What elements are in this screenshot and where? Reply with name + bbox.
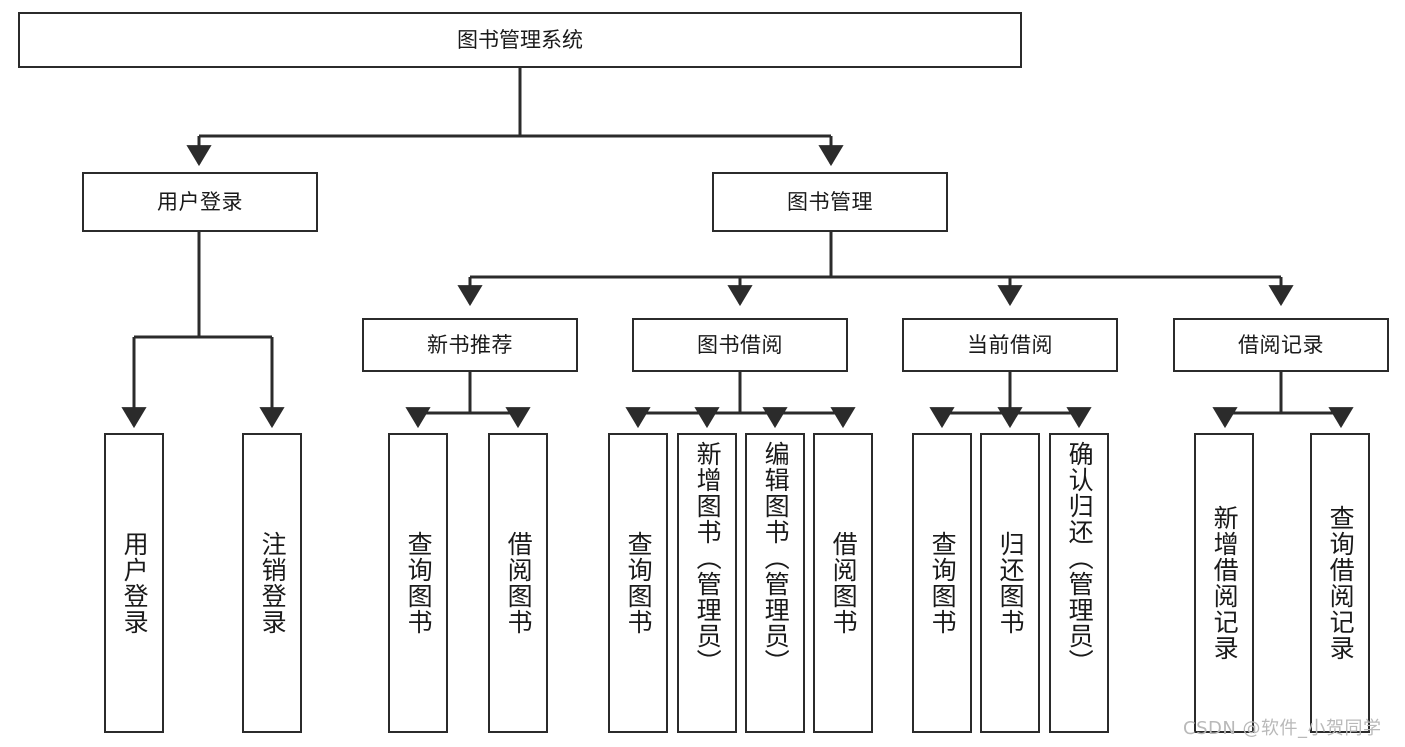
node-root[interactable]: 图书管理系统: [18, 12, 1022, 68]
node-user-login-label: 用户登录: [157, 189, 243, 214]
leaf-borrow-book[interactable]: 借阅图书: [813, 433, 873, 733]
node-book-borrow[interactable]: 图书借阅: [632, 318, 848, 372]
leaf-add-book-admin-label: 新增图书（管理员）: [693, 441, 723, 675]
node-borrow-records-label: 借阅记录: [1238, 332, 1324, 357]
leaf-user-login[interactable]: 用户登录: [104, 433, 164, 733]
leaf-logout[interactable]: 注销登录: [242, 433, 302, 733]
leaf-query-book-borrow-label: 查询图书: [624, 531, 654, 635]
node-book-borrow-label: 图书借阅: [697, 332, 783, 357]
node-new-book-recommend[interactable]: 新书推荐: [362, 318, 578, 372]
node-root-label: 图书管理系统: [457, 27, 583, 52]
node-user-login[interactable]: 用户登录: [82, 172, 318, 232]
node-book-management[interactable]: 图书管理: [712, 172, 948, 232]
node-borrow-records[interactable]: 借阅记录: [1173, 318, 1389, 372]
leaf-confirm-return-admin[interactable]: 确认归还（管理员）: [1049, 433, 1109, 733]
leaf-logout-label: 注销登录: [258, 531, 288, 635]
leaf-return-book-label: 归还图书: [996, 531, 1026, 635]
leaf-query-book-newbook[interactable]: 查询图书: [388, 433, 448, 733]
node-new-book-recommend-label: 新书推荐: [427, 332, 513, 357]
leaf-add-book-admin[interactable]: 新增图书（管理员）: [677, 433, 737, 733]
node-current-borrow[interactable]: 当前借阅: [902, 318, 1118, 372]
leaf-edit-book-admin[interactable]: 编辑图书（管理员）: [745, 433, 805, 733]
leaf-return-book[interactable]: 归还图书: [980, 433, 1040, 733]
leaf-query-book-current-label: 查询图书: [928, 531, 958, 635]
leaf-query-book-borrow[interactable]: 查询图书: [608, 433, 668, 733]
leaf-borrow-book-newbook-label: 借阅图书: [504, 531, 534, 635]
leaf-borrow-book-newbook[interactable]: 借阅图书: [488, 433, 548, 733]
leaf-query-book-newbook-label: 查询图书: [404, 531, 434, 635]
leaf-query-borrow-record-label: 查询借阅记录: [1326, 505, 1356, 661]
leaf-query-book-current[interactable]: 查询图书: [912, 433, 972, 733]
leaf-confirm-return-admin-label: 确认归还（管理员）: [1065, 441, 1095, 675]
leaf-add-borrow-record-label: 新增借阅记录: [1210, 505, 1240, 661]
leaf-query-borrow-record[interactable]: 查询借阅记录: [1310, 433, 1370, 733]
leaf-borrow-book-label: 借阅图书: [829, 531, 859, 635]
leaf-add-borrow-record[interactable]: 新增借阅记录: [1194, 433, 1254, 733]
leaf-edit-book-admin-label: 编辑图书（管理员）: [761, 441, 791, 675]
leaf-user-login-label: 用户登录: [120, 531, 150, 635]
node-book-management-label: 图书管理: [787, 189, 873, 214]
watermark: CSDN @软件_小贺同学: [1183, 718, 1382, 739]
node-current-borrow-label: 当前借阅: [967, 332, 1053, 357]
